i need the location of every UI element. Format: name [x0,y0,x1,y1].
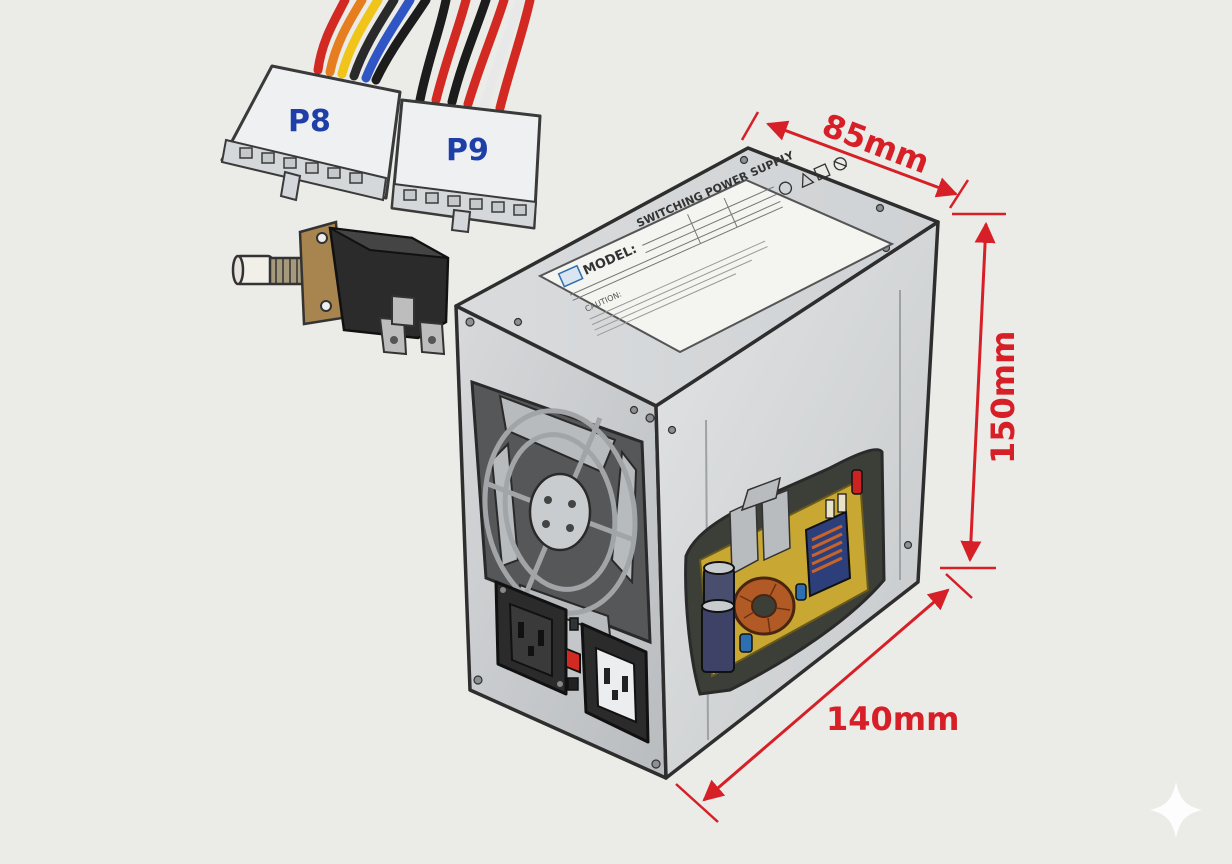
ac-output-socket [580,622,650,744]
ac-input-socket [494,580,568,696]
height-dimension-label: 150mm [984,331,1022,464]
connector-p8: P8 [220,64,402,202]
p8-label: P8 [288,104,331,139]
capacitor-icon [701,561,735,673]
toroid-coil-icon [732,576,796,636]
sparkle-icon [1150,782,1202,838]
width-dimension-label: 140mm [826,700,959,738]
dimension-height: 150mm [940,212,1022,570]
p9-label: P9 [446,133,489,168]
connector-p9: P9 [390,98,542,234]
toggle-switch-icon [231,220,450,356]
voltage-selector-switch [565,617,581,691]
depth-dimension-label: 85mm [817,106,934,181]
wire-bundle [313,0,535,113]
dimension-width: 140mm [675,573,973,823]
